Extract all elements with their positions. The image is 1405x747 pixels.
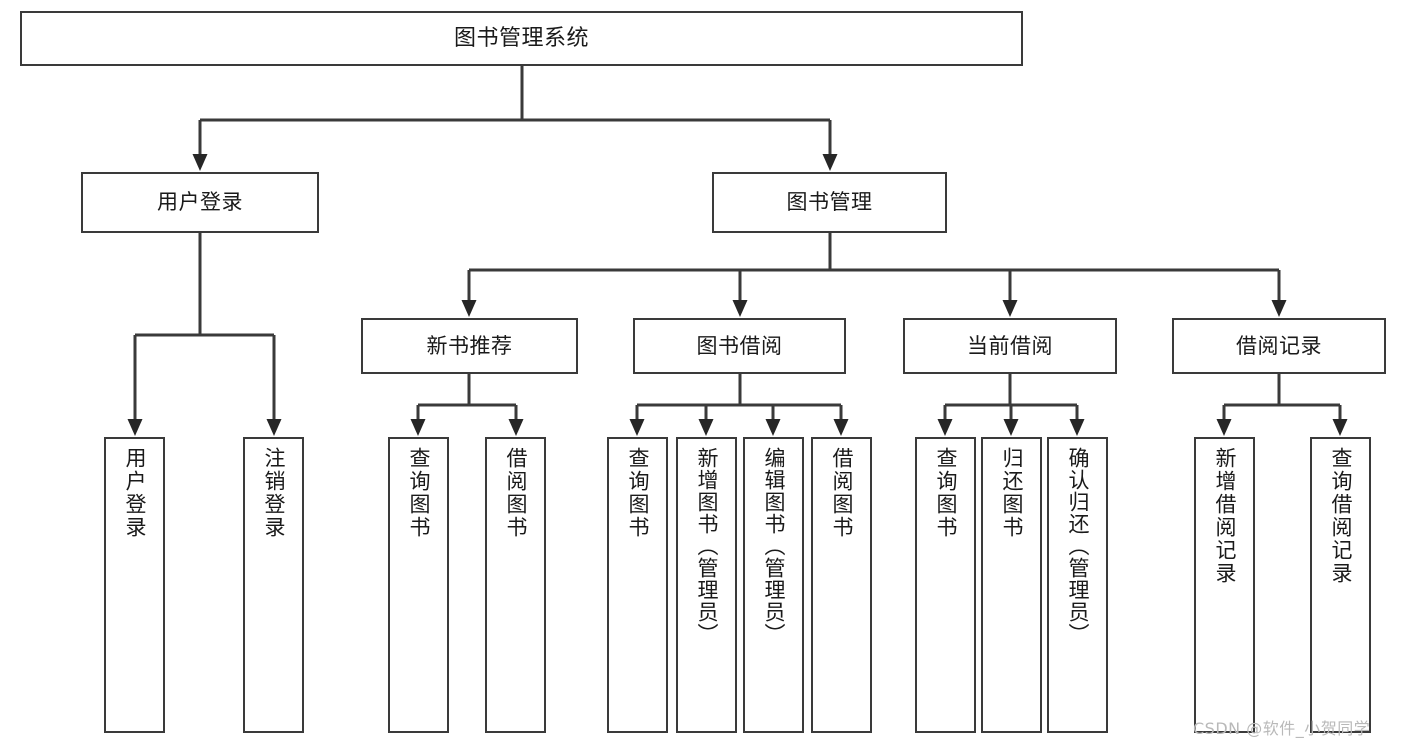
node-leaf-confirm-return-label: 确认归还（管理员）	[1066, 447, 1090, 645]
node-leaf-user-login-label: 用户登录	[123, 447, 147, 539]
node-user-login-label: 用户登录	[157, 190, 243, 215]
node-leaf-return-book-label: 归还图书	[1000, 447, 1024, 539]
node-leaf-add-book-label: 新增图书（管理员）	[695, 447, 719, 645]
node-leaf-add-borrow-record[interactable]: 新增借阅记录	[1194, 437, 1255, 733]
node-leaf-query-book-recommend[interactable]: 查询图书	[388, 437, 449, 733]
node-leaf-borrow-book-label: 借阅图书	[830, 447, 854, 539]
node-leaf-edit-book-label: 编辑图书（管理员）	[762, 447, 786, 645]
node-book-borrow[interactable]: 图书借阅	[633, 318, 846, 374]
node-leaf-query-book-current[interactable]: 查询图书	[915, 437, 976, 733]
node-user-login[interactable]: 用户登录	[81, 172, 319, 233]
node-new-book-recommend[interactable]: 新书推荐	[361, 318, 578, 374]
node-leaf-add-book[interactable]: 新增图书（管理员）	[676, 437, 737, 733]
node-leaf-confirm-return[interactable]: 确认归还（管理员）	[1047, 437, 1108, 733]
node-borrow-record[interactable]: 借阅记录	[1172, 318, 1386, 374]
node-leaf-query-book-recommend-label: 查询图书	[407, 447, 431, 539]
node-book-management[interactable]: 图书管理	[712, 172, 947, 233]
node-leaf-query-borrow-record[interactable]: 查询借阅记录	[1310, 437, 1371, 733]
node-borrow-record-label: 借阅记录	[1236, 333, 1322, 358]
node-root[interactable]: 图书管理系统	[20, 11, 1023, 66]
node-leaf-user-logout-label: 注销登录	[262, 447, 286, 539]
node-leaf-query-book-borrow[interactable]: 查询图书	[607, 437, 668, 733]
node-leaf-query-borrow-record-label: 查询借阅记录	[1329, 447, 1353, 585]
node-leaf-return-book[interactable]: 归还图书	[981, 437, 1042, 733]
node-leaf-user-login[interactable]: 用户登录	[104, 437, 165, 733]
node-current-borrow-label: 当前借阅	[967, 333, 1053, 358]
node-new-book-recommend-label: 新书推荐	[426, 333, 513, 358]
csdn-watermark: CSDN @软件_小贺同学	[1193, 719, 1371, 738]
node-book-management-label: 图书管理	[786, 190, 873, 215]
node-current-borrow[interactable]: 当前借阅	[903, 318, 1117, 374]
node-leaf-query-book-borrow-label: 查询图书	[626, 447, 650, 539]
node-leaf-user-logout[interactable]: 注销登录	[243, 437, 304, 733]
node-leaf-query-book-current-label: 查询图书	[934, 447, 958, 539]
node-book-borrow-label: 图书借阅	[696, 333, 783, 358]
node-leaf-edit-book[interactable]: 编辑图书（管理员）	[743, 437, 804, 733]
node-leaf-borrow-book[interactable]: 借阅图书	[811, 437, 872, 733]
node-root-label: 图书管理系统	[453, 25, 589, 51]
node-leaf-borrow-book-recommend[interactable]: 借阅图书	[485, 437, 546, 733]
node-leaf-add-borrow-record-label: 新增借阅记录	[1213, 447, 1237, 585]
node-leaf-borrow-book-recommend-label: 借阅图书	[504, 447, 528, 539]
